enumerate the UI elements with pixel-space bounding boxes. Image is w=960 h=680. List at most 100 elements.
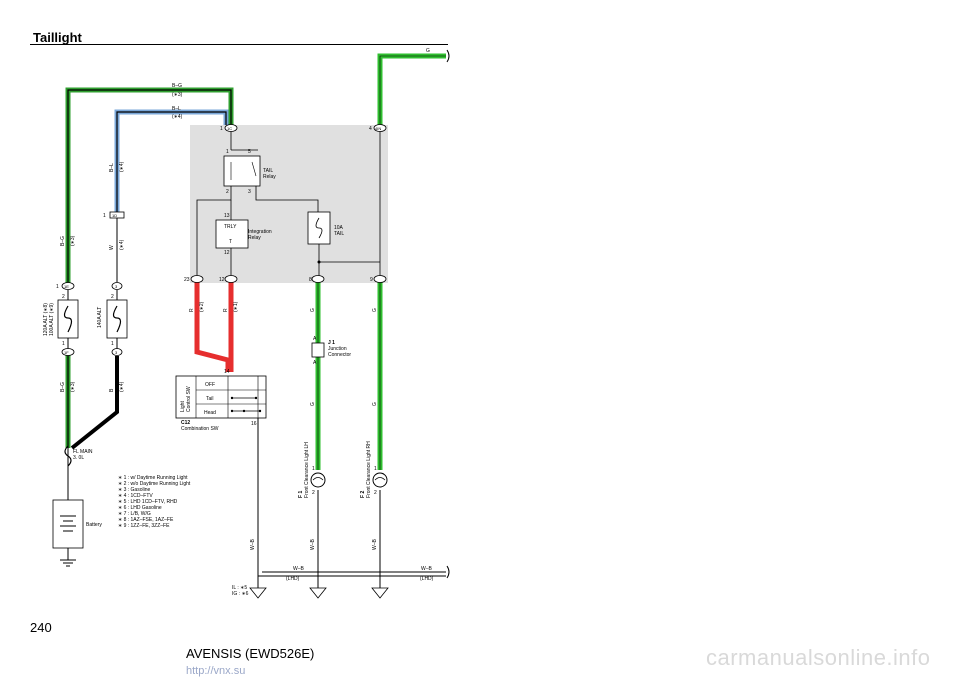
fl-main-label1: FL MAIN (73, 449, 93, 455)
sw-head-dot3 (258, 409, 262, 413)
pin-1-relay: 1 (226, 149, 229, 155)
fuse-10a-label1: 10A (334, 225, 344, 231)
label-bg-left-note: (∗3) (70, 235, 76, 246)
tail-relay (223, 155, 261, 187)
note-item: ∗ 7 : L/B, W/G (118, 511, 151, 517)
conn-8-pin: 8 (309, 277, 312, 283)
junction-block-shade (190, 125, 388, 283)
ground-note1: IL : ∗5 (232, 585, 247, 591)
conn-9 (373, 275, 387, 283)
integration-relay-label2: Relay (248, 235, 261, 241)
ground-lh (309, 587, 327, 599)
conn-4in (373, 124, 387, 132)
note-item: ∗ 1 : w/ Daytime Running Light (118, 475, 188, 481)
fuse-10a-label2: TAIL (334, 231, 344, 237)
label-bg-lower: B–G (60, 382, 66, 392)
j1-pin-a-bot: A (313, 360, 317, 366)
label-r-2: R (189, 308, 195, 312)
conn-1d (109, 211, 125, 219)
battery-label: Battery (86, 522, 102, 528)
f2-name: Front Clearance Light RH (366, 441, 372, 498)
conn-3-top-label: 3 (115, 284, 118, 289)
conn-9-pin: 9 (370, 277, 373, 283)
tail-relay-label1: TAIL (263, 168, 273, 174)
conn-1e-label: 1E (64, 284, 69, 289)
conn-1c-label: 1C (227, 126, 232, 131)
label-lhd-1: (LHD) (286, 576, 300, 582)
note-item: ∗ 6 : LHD Gasoline (118, 505, 162, 511)
pin-12-ir: 12 (224, 250, 230, 256)
integration-relay-label1: Integration (248, 229, 272, 235)
note-item: ∗ 3 : Gasoline (118, 487, 150, 493)
label-alt140: 140A ALT (97, 307, 103, 328)
label-bl-side-note: (∗4) (119, 161, 125, 172)
note-item: ∗ 4 : 1CD–FTV (118, 493, 153, 499)
c12-code: C12 (181, 420, 190, 426)
j1-l1: Junction (328, 346, 347, 352)
ground-sw (249, 587, 267, 599)
conn-3-top (111, 282, 123, 290)
label-wb-lh: W–B (310, 539, 316, 551)
label-g-rh-2: G (372, 402, 378, 406)
conn-3-bot-label: 3 (115, 350, 118, 355)
model-name: AVENSIS (EWD526E) (186, 646, 315, 661)
fuse-alt-120 (57, 299, 79, 339)
break-top (446, 49, 450, 63)
label-r-1: R (223, 308, 229, 312)
conn-1c (224, 124, 238, 132)
label-bg-left: B–G (60, 236, 66, 246)
front-clearance-light-rh-filament (374, 477, 386, 481)
conn-8 (311, 275, 325, 283)
f1-code: F 1 (298, 491, 304, 498)
break-bottom (446, 565, 450, 579)
pin-2-relay: 2 (226, 189, 229, 195)
pin-1-alt120: 1 (62, 341, 65, 347)
sw-head-dot2 (242, 409, 246, 413)
note-item: ∗ 9 : 1ZZ–FE, 3ZZ–FE (118, 523, 170, 529)
battery (52, 499, 84, 549)
trly-label: TRLY (224, 224, 237, 230)
front-clearance-light-rh (372, 472, 388, 488)
conn-12 (224, 275, 238, 283)
label-w-note: (∗4) (119, 239, 125, 250)
label-bg-lower-note: (∗3) (70, 381, 76, 392)
j1-code: J 1 (328, 340, 335, 346)
label-bg-top-note: (∗3) (172, 92, 183, 98)
t-label: T (229, 239, 232, 245)
conn-12-pin: 12 (219, 277, 225, 283)
note-item: ∗ 8 : 1AZ–FSE, 1AZ–FE (118, 517, 174, 523)
pin-1-alt140: 1 (111, 341, 114, 347)
conn-1e (61, 282, 75, 290)
j1-pin-a-top: A (313, 336, 317, 342)
label-wb-bus-r: W–B (421, 566, 433, 572)
conn-3-bot (111, 348, 123, 356)
label-g-rh-1: G (372, 308, 378, 312)
label-r-2-note: (∗2) (199, 301, 205, 312)
wire-g-top-core (379, 55, 446, 125)
sw-pin14: 14 (224, 369, 230, 375)
fuse-alt-120-symbol (63, 305, 73, 333)
label-bl-top-note: (∗4) (172, 114, 183, 120)
junction-connector-j1 (311, 342, 325, 358)
sw-tail-dot2 (254, 396, 258, 400)
sw-pin16: 16 (251, 421, 257, 427)
label-bl-side: B–L (109, 163, 115, 172)
front-clearance-light-lh (310, 472, 326, 488)
jb-junction-dot (317, 260, 321, 264)
conn-1f (61, 348, 75, 356)
label-bl-top: B–L (172, 106, 181, 112)
title-rule (30, 44, 448, 45)
label-bg-top: B–G (172, 83, 182, 89)
label-g-top: G (426, 48, 430, 54)
f2-pin1: 1 (374, 466, 377, 472)
label-b-note: (∗4) (119, 381, 125, 392)
notes-list: ∗ 1 : w/ Daytime Running Light ∗ 2 : w/o… (118, 475, 191, 529)
label-w: W (109, 245, 115, 250)
tail-relay-label2: Relay (263, 174, 276, 180)
f2-code: F 2 (360, 491, 366, 498)
wire-bl-core (116, 111, 227, 212)
label-wb-bus: W–B (293, 566, 305, 572)
f1-name: Front Clearance Light LH (304, 442, 310, 498)
light-control-sw-l1: Light (180, 401, 186, 412)
